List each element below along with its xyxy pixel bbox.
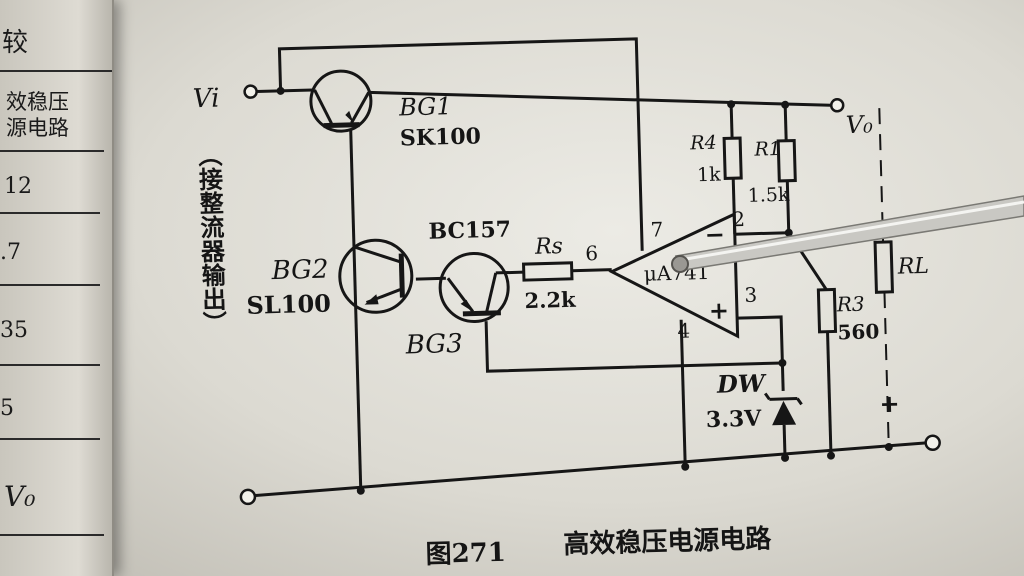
- rs-value: 2.2k: [524, 287, 576, 313]
- resistor-r3: [816, 287, 838, 334]
- r3-value: 560: [837, 319, 879, 344]
- left-page-vo: V₀: [4, 480, 36, 513]
- caption-figure-number: 图271: [425, 538, 506, 570]
- transistor-bg2: [338, 238, 414, 314]
- wire-bg3-collector: [484, 321, 783, 373]
- wires: [251, 37, 925, 498]
- r1-value: 1.5k: [747, 184, 790, 207]
- pointer-probe: [671, 195, 1024, 273]
- resistor-rl: [873, 240, 894, 294]
- left-page-rule: [0, 438, 100, 440]
- wire-r1-top: [783, 104, 788, 141]
- left-page-rule: [0, 70, 112, 72]
- wire-r4-top: [729, 104, 734, 139]
- vi-label: Vi: [192, 84, 219, 115]
- opamp-minus: −: [704, 220, 725, 250]
- wire-bg2-collector: [349, 128, 363, 492]
- opamp-pin4: 4: [677, 319, 690, 343]
- opamp-pin6: 6: [585, 241, 598, 265]
- left-page-value: 35: [0, 318, 28, 343]
- rl-name: RL: [896, 254, 929, 280]
- wire-output-rail: [368, 90, 836, 107]
- left-page-rule: [0, 212, 100, 214]
- bg3-name: BG3: [404, 329, 463, 361]
- transistor-bg3: [438, 252, 510, 324]
- wire-opamp-minus: [734, 231, 789, 236]
- r3-name: R3: [835, 292, 864, 317]
- transistor-bg1: [309, 69, 373, 133]
- resistor-rs: [521, 261, 574, 282]
- left-page-value: 5: [0, 396, 14, 421]
- input-note: （接整流器输出）: [194, 142, 228, 335]
- r4-value: 1k: [697, 164, 722, 187]
- bg2-name: BG2: [270, 255, 329, 287]
- resistor-r4: [722, 136, 743, 181]
- zener-diode: [764, 392, 803, 426]
- wire-rl-bottom-dashed: [883, 292, 890, 445]
- wire-top-loop: [277, 37, 644, 251]
- wire-zener-top: [780, 362, 785, 391]
- left-page-header-line2: 源电路: [6, 116, 69, 140]
- bg1-part: SK100: [400, 123, 482, 151]
- wire-opamp-pin4: [679, 319, 687, 468]
- opamp-pin2: 2: [732, 207, 745, 231]
- load-plus-sign: +: [879, 389, 900, 419]
- r4-name: R4: [689, 132, 717, 155]
- left-page-value: 12: [4, 174, 32, 199]
- opamp-plus: +: [708, 295, 729, 325]
- left-page-heading: 较: [2, 28, 29, 58]
- left-page-rule: [0, 534, 104, 536]
- ground-terminal-left: [239, 488, 257, 506]
- opamp-triangle: [608, 211, 740, 339]
- bg1-name: BG1: [398, 92, 452, 121]
- wire-opamp-plus: [737, 315, 784, 363]
- vi-terminal: [243, 84, 258, 99]
- left-page-rule: [0, 284, 100, 286]
- wire-zener-bottom: [782, 424, 787, 457]
- left-page-rule: [0, 364, 100, 366]
- left-page: 较 效稳压 源电路 12 .7 35 5 V₀: [0, 0, 114, 576]
- bg3-part: BC157: [428, 216, 511, 244]
- wire-bg3-rs: [495, 270, 524, 275]
- opamp-pin7: 7: [650, 217, 663, 241]
- left-page-rule: [0, 150, 104, 152]
- opamp-pin3: 3: [744, 283, 757, 307]
- left-page-value: .7: [0, 240, 21, 265]
- rs-name: Rs: [534, 234, 564, 260]
- wire-r3-bottom: [826, 331, 833, 456]
- vo-label: V₀: [845, 110, 873, 139]
- bg2-part: SL100: [246, 289, 331, 320]
- vo-terminal: [829, 98, 845, 113]
- ground-terminal-right: [924, 434, 941, 452]
- wire-rs-opamp: [571, 268, 612, 273]
- resistor-r1: [776, 138, 797, 183]
- zener-value: 3.3V: [706, 406, 763, 434]
- left-page-header-line1: 效稳压: [6, 90, 69, 114]
- wire-ground-rail: [251, 441, 925, 498]
- junction-dots: [276, 86, 893, 495]
- zener-name: DW: [716, 368, 768, 398]
- r1-name: R1: [753, 138, 781, 161]
- caption-title: 高效稳压电源电路: [563, 523, 773, 560]
